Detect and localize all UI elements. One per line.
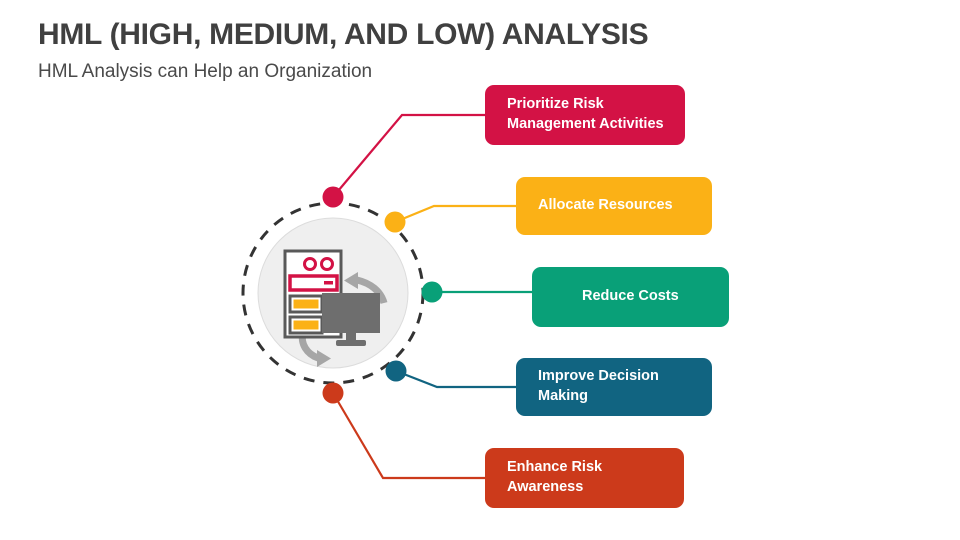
- server-led-right-icon: [320, 257, 334, 271]
- node-improve-decision-making[interactable]: Improve Decision Making: [516, 358, 712, 416]
- server-and-monitor-icon: [283, 249, 388, 367]
- connector-line-prioritize-risk-management-activities: [332, 113, 485, 198]
- node-reduce-costs[interactable]: Reduce Costs: [532, 267, 729, 327]
- hub-dot-allocate-resources[interactable]: [384, 211, 406, 233]
- monitor-icon: [322, 293, 380, 346]
- hub-dot-enhance-risk-awareness[interactable]: [322, 382, 344, 404]
- node-label: Prioritize Risk Management Activities: [507, 96, 664, 132]
- hub-dot-improve-decision-making[interactable]: [385, 360, 407, 382]
- page-title: HML (HIGH, MEDIUM, AND LOW) ANALYSIS: [38, 18, 649, 51]
- server-drive-bay-amber-1-icon: [288, 294, 324, 314]
- page-subtitle: HML Analysis can Help an Organization: [38, 61, 373, 82]
- connector-line-improve-decision-making: [395, 369, 516, 389]
- connector-line-allocate-resources: [394, 204, 516, 224]
- node-enhance-risk-awareness[interactable]: Enhance Risk Awareness: [485, 448, 684, 508]
- hub-dot-prioritize-risk-management-activities[interactable]: [322, 186, 344, 208]
- server-drive-bay-red-icon: [288, 274, 339, 292]
- connector-line-enhance-risk-awareness: [332, 392, 485, 480]
- hub-dot-reduce-costs[interactable]: [421, 281, 443, 303]
- node-label: Allocate Resources: [538, 197, 673, 214]
- node-allocate-resources[interactable]: Allocate Resources: [516, 177, 712, 235]
- node-prioritize-risk-management-activities[interactable]: Prioritize Risk Management Activities: [485, 85, 685, 145]
- node-label: Reduce Costs: [582, 288, 679, 305]
- node-label: Improve Decision Making: [538, 368, 659, 404]
- node-label: Enhance Risk Awareness: [507, 459, 603, 495]
- server-led-left-icon: [303, 257, 317, 271]
- cycle-arrow-top-icon: [344, 272, 388, 305]
- header: HML (HIGH, MEDIUM, AND LOW) ANALYSIS HML…: [38, 18, 798, 83]
- server-drive-bay-amber-2-icon: [288, 315, 324, 335]
